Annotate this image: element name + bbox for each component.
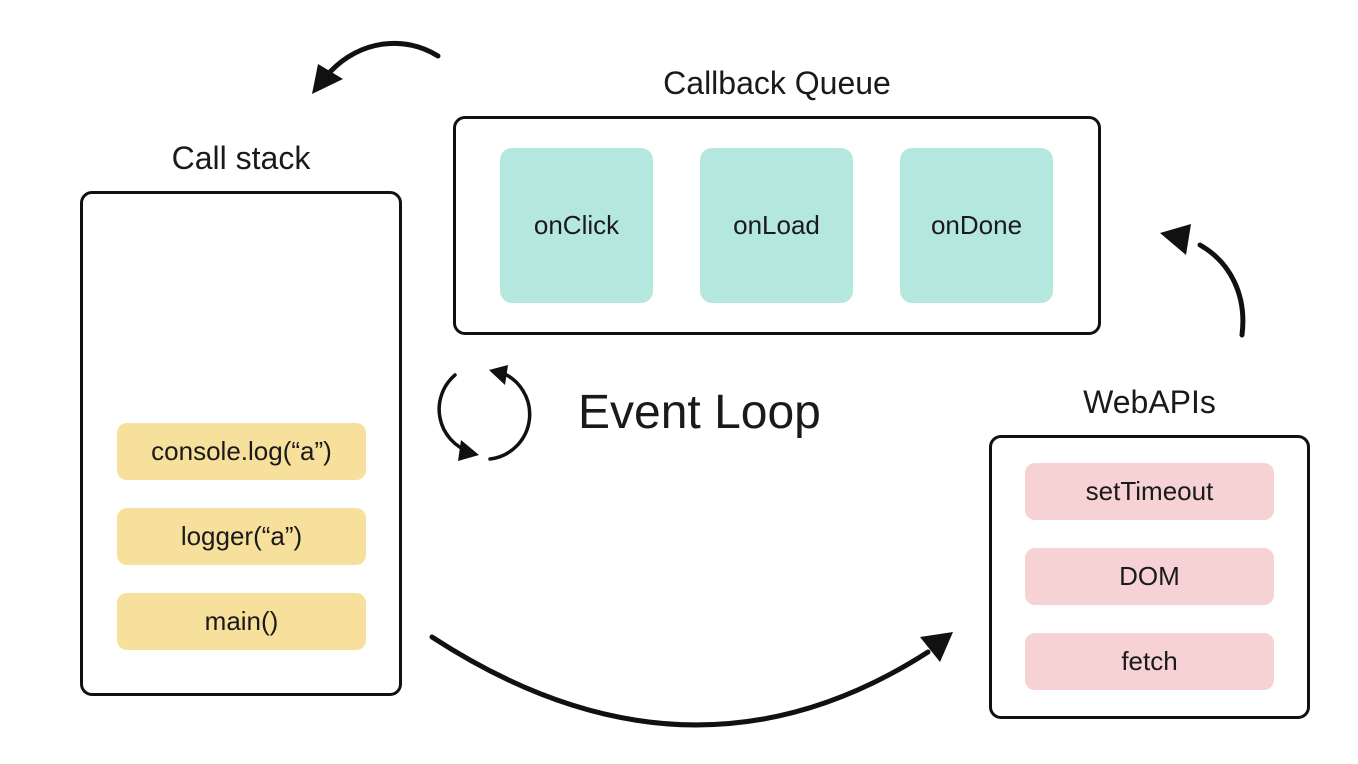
webapis-to-queue-arrow <box>1160 224 1246 338</box>
call-stack-frame-console-log: console.log(“a”) <box>117 423 366 480</box>
web-api-settimeout: setTimeout <box>1025 463 1274 520</box>
web-apis-title: WebAPIs <box>1083 384 1216 420</box>
queue-item-onload: onLoad <box>700 148 853 303</box>
call-stack-frame-logger: logger(“a”) <box>117 508 366 565</box>
queue-to-stack-arrow <box>312 40 441 94</box>
stack-to-webapis-arrow <box>429 632 953 728</box>
callback-queue-title: Callback Queue <box>663 65 891 101</box>
web-api-dom: DOM <box>1025 548 1274 605</box>
call-stack-title: Call stack <box>171 140 311 176</box>
queue-item-onclick: onClick <box>500 148 653 303</box>
event-loop-cycle-icon <box>437 365 532 461</box>
queue-item-ondone: onDone <box>900 148 1053 303</box>
call-stack-frame-main: main() <box>117 593 366 650</box>
web-api-fetch: fetch <box>1025 633 1274 690</box>
event-loop-label: Event Loop <box>578 386 821 439</box>
